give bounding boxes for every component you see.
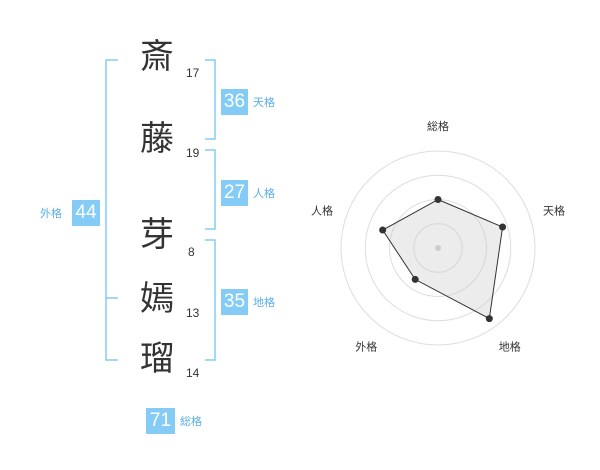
radar-axis-label-3: 外格	[355, 340, 377, 354]
tenkaku-value: 36	[221, 89, 248, 115]
stroke-count-5: 14	[186, 366, 200, 380]
radar-point-2	[485, 315, 493, 323]
name-char-3: 芽	[140, 215, 174, 255]
radar-axis-label-0: 総格	[427, 119, 449, 133]
name-char-2: 藤	[140, 119, 174, 159]
jinkaku-value: 27	[221, 180, 248, 206]
chikaku-label: 地格	[253, 296, 275, 309]
tenkaku-bracket	[205, 59, 216, 140]
chikaku-bracket	[205, 239, 216, 361]
radar-ring-4	[340, 150, 536, 346]
name-char-4: 嫣	[140, 279, 174, 319]
jinkaku-label: 人格	[253, 187, 275, 200]
radar-center-dot	[435, 245, 441, 251]
stroke-count-1: 17	[186, 66, 200, 80]
radar-point-0	[434, 196, 442, 203]
radar-point-4	[379, 226, 387, 234]
name-char-1: 斎	[140, 37, 174, 77]
soukaku-value: 71	[146, 408, 175, 434]
radar-axis-label-2: 地格	[499, 340, 521, 354]
radar-axis-label-4: 人格	[311, 203, 333, 217]
radar-point-1	[499, 223, 507, 231]
tenkaku-label: 天格	[253, 96, 275, 109]
gaikaku-label: 外格	[40, 207, 62, 220]
stroke-count-4: 13	[186, 306, 200, 320]
radar-ring-3	[364, 174, 512, 322]
radar-axis-label-1: 天格	[543, 203, 565, 217]
soukaku-label: 総格	[180, 415, 202, 428]
gaikaku-bracket	[105, 59, 118, 361]
radar-point-3	[411, 275, 419, 283]
name-char-5: 瑠	[140, 339, 174, 379]
stroke-count-2: 19	[186, 146, 200, 160]
stroke-count-3: 8	[188, 245, 195, 259]
chikaku-value: 35	[221, 289, 248, 315]
jinkaku-bracket	[205, 149, 216, 230]
gaikaku-value: 44	[72, 200, 100, 226]
radar-polygon	[381, 198, 504, 320]
radar-ring-1	[413, 223, 463, 273]
